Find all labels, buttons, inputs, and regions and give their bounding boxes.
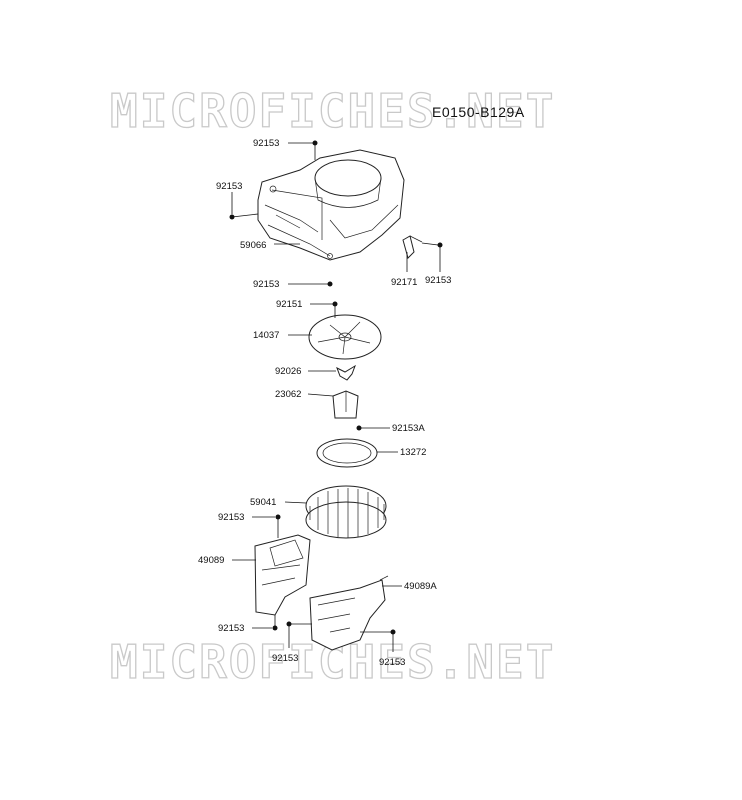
blower-housing-part <box>257 149 405 261</box>
label-49089A: 49089A <box>404 581 437 592</box>
bracket-92171-part <box>402 235 423 259</box>
label-92171: 92171 <box>391 277 417 288</box>
spacer-92026-part <box>336 364 356 381</box>
label-92026: 92026 <box>275 366 301 377</box>
label-92151: 92151 <box>276 299 302 310</box>
label-92153-low-mid: 92153 <box>272 653 298 664</box>
diagram-code: E0150-B129A <box>432 104 525 120</box>
cover-49089-part <box>254 534 311 616</box>
label-14037: 14037 <box>253 330 279 341</box>
label-92153A: 92153A <box>392 423 425 434</box>
label-59066: 59066 <box>240 240 266 251</box>
label-92153-right: 92153 <box>425 275 451 286</box>
screen-ring-13272-part <box>316 438 378 468</box>
label-49089: 49089 <box>198 555 224 566</box>
label-59041: 59041 <box>250 497 276 508</box>
cooling-fan-part <box>308 314 382 360</box>
label-92153-low-left: 92153 <box>218 623 244 634</box>
label-92153-top: 92153 <box>253 138 279 149</box>
label-92153-mid: 92153 <box>218 512 244 523</box>
label-92153-left: 92153 <box>216 181 242 192</box>
label-92153-housing-bottom: 92153 <box>253 279 279 290</box>
watermark-top: MICROFICHES.NET <box>110 84 555 138</box>
label-13272: 13272 <box>400 447 426 458</box>
bracket-23062-part <box>332 390 359 419</box>
label-92153-low-right: 92153 <box>379 657 405 668</box>
label-23062: 23062 <box>275 389 301 400</box>
fan-59041-part <box>305 485 387 539</box>
cover-49089A-part <box>309 575 389 651</box>
